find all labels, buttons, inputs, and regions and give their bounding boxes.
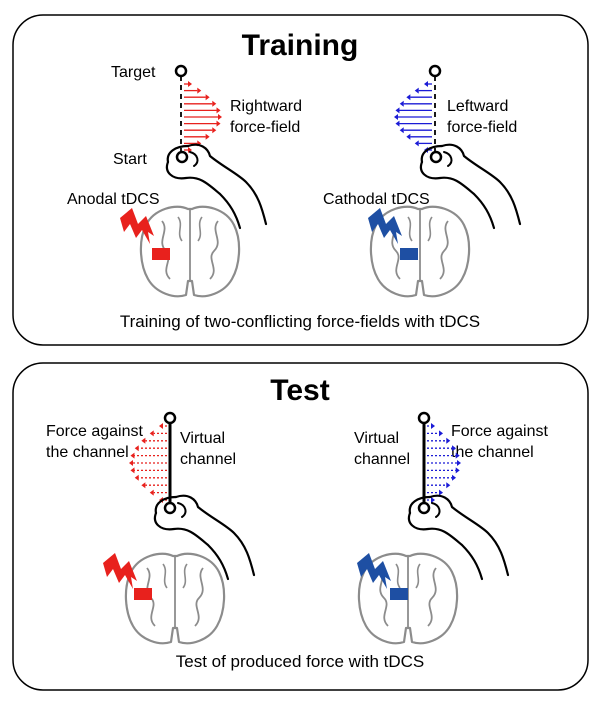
rightward-label-line2: force-field — [230, 119, 300, 136]
leftward-label-line2: force-field — [447, 119, 517, 136]
force-against-label-line1: Force against — [46, 423, 143, 440]
lightning-bolt-icon — [120, 208, 154, 244]
test-trial-left: Force against the channel Virtual channe… — [46, 411, 256, 645]
force-arrowhead — [205, 94, 210, 101]
force-against-label-line2: the channel — [46, 444, 129, 461]
force-arrowhead — [212, 127, 217, 134]
target-label: Target — [111, 64, 156, 81]
anodal-electrode-test — [134, 588, 152, 600]
force-arrowhead — [431, 497, 435, 503]
virtual-channel-right-line2: channel — [354, 451, 410, 468]
force-arrowhead — [218, 114, 222, 120]
force-arrowhead — [424, 81, 428, 87]
force-arrowhead — [130, 467, 135, 474]
force-arrowhead — [129, 460, 133, 466]
start-circle-right — [429, 150, 443, 164]
rightward-label-line1: Rightward — [230, 98, 302, 115]
target-circle-right — [428, 64, 442, 78]
channel-force-arrows-right — [427, 423, 461, 503]
test-panel: Test Force against the channel Virtual c… — [12, 362, 589, 691]
test-target-circle-right — [417, 411, 431, 425]
force-arrowhead — [431, 423, 435, 429]
force-arrowhead — [439, 489, 444, 496]
force-arrowhead — [188, 81, 192, 87]
anodal-electrode — [152, 248, 170, 260]
virtual-channel-label-line2: channel — [180, 451, 236, 468]
force-arrowhead — [395, 107, 400, 114]
virtual-channel-right-line1: Virtual — [354, 430, 399, 447]
test-caption: Test of produced force with tDCS — [176, 652, 425, 671]
force-arrowhead — [197, 87, 202, 94]
force-against-right-line2: the channel — [451, 444, 534, 461]
force-arrowhead — [141, 437, 146, 444]
test-trial-right: Virtual channel Force against the channe… — [354, 411, 548, 645]
force-arrowhead — [149, 430, 154, 437]
rightward-trial: Target Rightward force-field Start Anoda… — [67, 64, 302, 298]
force-arrowhead — [134, 445, 139, 452]
force-arrowhead — [399, 100, 404, 107]
test-title: Test — [270, 374, 329, 407]
force-arrowhead — [395, 120, 400, 127]
force-arrowhead — [205, 133, 210, 140]
force-arrowhead — [159, 423, 163, 429]
force-arrowhead — [212, 100, 217, 107]
channel-force-arrows-left — [129, 423, 167, 503]
force-arrowhead — [394, 114, 398, 120]
training-caption: Training of two-conflicting force-fields… — [120, 312, 480, 331]
start-label: Start — [113, 151, 147, 168]
force-arrowhead — [439, 430, 444, 437]
training-frame — [12, 14, 589, 346]
lightning-bolt-icon-test-right — [357, 553, 391, 589]
rightward-force-arrows — [184, 81, 222, 153]
virtual-channel-label-line1: Virtual — [180, 430, 225, 447]
brain-icon-right — [369, 205, 471, 298]
anodal-label: Anodal tDCS — [67, 191, 160, 208]
force-arrowhead — [149, 489, 154, 496]
force-arrowhead — [446, 437, 451, 444]
force-arrowhead — [216, 120, 221, 127]
test-start-circle — [163, 501, 177, 515]
force-arrowhead — [406, 94, 411, 101]
start-circle — [175, 150, 189, 164]
force-arrowhead — [188, 147, 192, 153]
force-arrowhead — [141, 482, 146, 489]
test-start-circle-right — [417, 501, 431, 515]
force-arrowhead — [414, 87, 419, 94]
test-target-circle — [163, 411, 177, 425]
force-against-right-line1: Force against — [451, 423, 548, 440]
test-frame — [12, 362, 589, 691]
force-arrowhead — [455, 467, 460, 474]
force-arrowhead — [414, 140, 419, 147]
force-arrowhead — [452, 445, 457, 452]
force-arrowhead — [452, 474, 457, 481]
leftward-label-line1: Leftward — [447, 98, 508, 115]
force-arrowhead — [457, 460, 461, 466]
lightning-bolt-icon-test — [103, 553, 137, 589]
leftward-force-arrows — [394, 81, 432, 153]
cathodal-electrode — [400, 248, 418, 260]
force-arrowhead — [216, 107, 221, 114]
force-arrowhead — [399, 127, 404, 134]
leftward-trial: Leftward force-field Cathodal tDCS — [323, 64, 522, 298]
training-title: Training — [242, 29, 359, 62]
force-arrowhead — [130, 452, 135, 459]
force-arrowhead — [406, 133, 411, 140]
cathodal-label: Cathodal tDCS — [323, 191, 430, 208]
training-panel: Training Target Rightward force-field St… — [12, 14, 589, 346]
force-arrowhead — [455, 452, 460, 459]
force-arrowhead — [446, 482, 451, 489]
cathodal-electrode-test — [390, 588, 408, 600]
force-arrowhead — [134, 474, 139, 481]
target-circle — [174, 64, 188, 78]
